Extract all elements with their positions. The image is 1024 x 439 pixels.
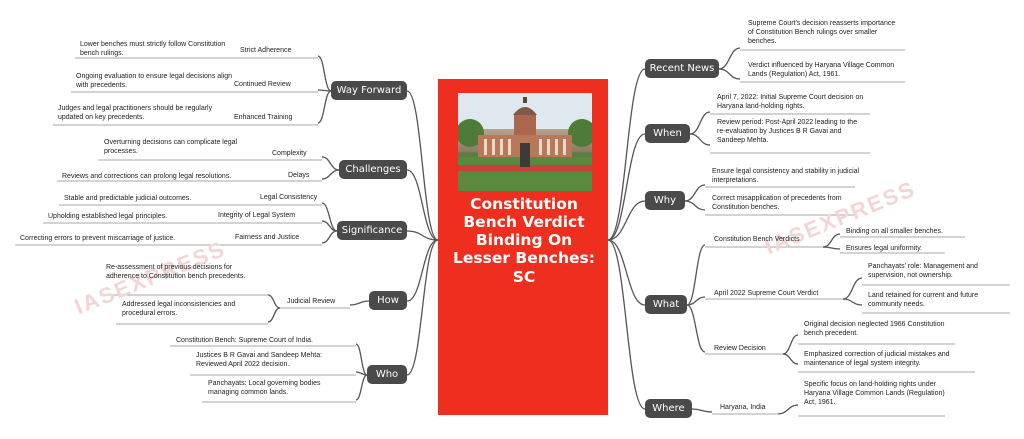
link-rn-2 xyxy=(718,68,741,80)
leaf-recent-news-2: Verdict influenced by Haryana Village Co… xyxy=(748,62,895,79)
link-who-1 xyxy=(355,343,368,376)
branch-significance[interactable]: Significance xyxy=(337,221,407,240)
link-who-3 xyxy=(355,374,368,401)
sub-judicial-review: Judicial Review xyxy=(287,298,336,305)
link-ch-1 xyxy=(321,156,340,171)
link-ch-2 xyxy=(321,169,340,180)
leaf-how-1: Re-assessment of previous decisions for … xyxy=(106,264,246,281)
link-why-2 xyxy=(684,200,706,211)
leaf-who-1: Constitution Bench: Supreme Court of Ind… xyxy=(176,337,313,344)
link-cbv-2 xyxy=(822,246,841,250)
sub-constitution-bench-verdicts: Constitution Bench Verdicts xyxy=(714,236,800,243)
leaf-why-2: Correct misapplication of precedents fro… xyxy=(712,195,842,212)
supreme-court-photo xyxy=(458,93,592,191)
leaf-when-1: April 7, 2022: Initial Supreme Court dec… xyxy=(717,94,864,111)
link-what-1 xyxy=(686,244,706,306)
link-rev-2 xyxy=(782,353,799,365)
leaf-why-1: Ensure legal consistency and stability i… xyxy=(712,168,860,185)
sub-complexity: Complexity xyxy=(272,150,307,157)
branch-where[interactable]: Where xyxy=(645,399,692,418)
link-wf-1 xyxy=(317,55,332,92)
sub-significance-1: Legal Consistency xyxy=(260,194,318,201)
leaf-significance-2: Upholding established legal principles. xyxy=(48,213,168,220)
leaf-way-forward-2: Ongoing evaluation to ensure legal decis… xyxy=(76,73,233,90)
branch-how[interactable]: How xyxy=(369,291,407,310)
link-why-1 xyxy=(684,184,706,202)
link-rev-1 xyxy=(782,334,799,355)
link-wf-3 xyxy=(317,90,332,124)
leaf-who-3: Panchayats: Local governing bodies manag… xyxy=(208,380,321,397)
link-when-2 xyxy=(689,133,711,146)
sub-way-forward-3: Enhanced Training xyxy=(234,114,293,121)
link-who xyxy=(406,239,439,376)
leaf-way-forward-3: Judges and legal practitioners should be… xyxy=(58,105,213,122)
branch-who[interactable]: Who xyxy=(367,365,407,384)
link-way-forward xyxy=(406,90,439,241)
leaf-way-forward-1: Lower benches must strictly follow Const… xyxy=(80,41,226,58)
leaf-how-2: Addressed legal inconsistencies and proc… xyxy=(122,301,236,318)
leaf-significance-1: Stable and predictable judicial outcomes… xyxy=(64,195,192,202)
link-what-2 xyxy=(686,296,706,306)
link-what-3 xyxy=(686,304,706,353)
leaf-challenges-1: Overturning decisions can complicate leg… xyxy=(104,139,238,156)
link-what xyxy=(607,239,646,306)
sub-april-2022-verdict: April 2022 Supreme Court Verdict xyxy=(714,290,819,297)
branch-when[interactable]: When xyxy=(645,124,690,143)
link-sg-3 xyxy=(321,230,338,244)
sub-haryana-india: Haryana, India xyxy=(720,404,766,411)
link-when xyxy=(607,133,646,241)
leaf-significance-3: Correcting errors to prevent miscarriage… xyxy=(20,235,176,242)
link-apr-2 xyxy=(842,298,863,306)
branch-challenges[interactable]: Challenges xyxy=(339,160,407,179)
leaf-apr-1: Panchayats' role: Management and supervi… xyxy=(868,263,978,280)
link-when-1 xyxy=(689,111,711,135)
branch-why[interactable]: Why xyxy=(645,191,685,210)
sub-way-forward-2: Continued Review xyxy=(234,81,291,88)
supreme-court-building-illustration xyxy=(458,93,592,191)
leaf-challenges-2: Reviews and corrections can prolong lega… xyxy=(62,173,232,180)
sub-review-decision: Review Decision xyxy=(714,345,766,352)
link-rn-1 xyxy=(718,47,741,70)
sub-significance-3: Fairness and Justice xyxy=(235,234,300,241)
link-challenges xyxy=(406,169,439,241)
link-where-1 xyxy=(691,408,713,413)
link-how-3 xyxy=(267,307,281,323)
branch-recent-news[interactable]: Recent News xyxy=(645,59,719,78)
branch-what[interactable]: What xyxy=(645,295,687,314)
leaf-recent-news-1: Supreme Court's decision reasserts impor… xyxy=(748,20,896,46)
link-apr-1 xyxy=(842,277,863,300)
link-recent-news xyxy=(607,68,646,241)
sub-significance-2: Integrity of Legal System xyxy=(218,212,296,219)
sub-way-forward-1: Strict Adherence xyxy=(240,47,292,54)
link-where-2 xyxy=(777,404,799,415)
central-title: Constitution Bench Verdict Binding On Le… xyxy=(453,195,595,286)
link-significance xyxy=(406,230,439,241)
leaf-cbv-2: Ensures legal uniformity. xyxy=(846,245,923,252)
link-where xyxy=(607,239,646,410)
leaf-apr-2: Land retained for current and future com… xyxy=(868,292,979,309)
link-how xyxy=(406,239,439,302)
link-how-1 xyxy=(349,300,370,306)
leaf-rev-2: Emphasized correction of judicial mistak… xyxy=(804,351,950,368)
link-why xyxy=(607,200,646,241)
leaf-who-2: Justices B R Gavai and Sandeep Mehta: Re… xyxy=(196,352,323,369)
link-how-2 xyxy=(267,294,281,309)
leaf-cbv-1: Binding on all smaller benches. xyxy=(846,228,943,235)
branch-way-forward[interactable]: Way Forward xyxy=(331,81,407,100)
leaf-where-1: Specific focus on land-holding rights un… xyxy=(804,381,945,407)
sub-delays: Delays xyxy=(288,172,310,179)
leaf-rev-1: Original decision neglected 1966 Constit… xyxy=(804,321,945,338)
leaf-when-2: Review period: Post-April 2022 leading t… xyxy=(717,119,858,145)
